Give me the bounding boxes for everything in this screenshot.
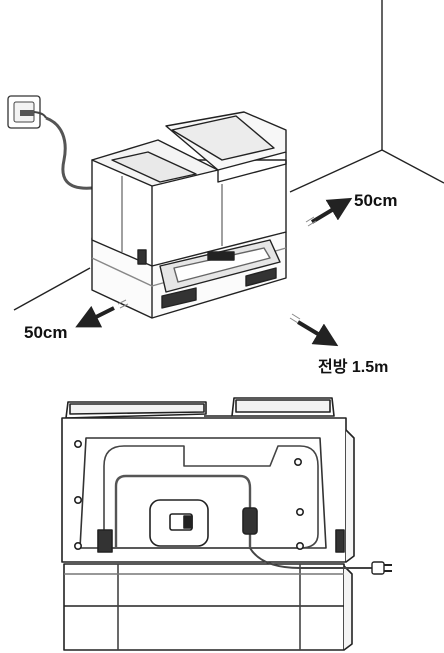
left-clearance-label: 50cm [24, 323, 67, 342]
clearance-arrow-right [305, 197, 353, 227]
power-cord-rear [249, 547, 392, 575]
power-cord [45, 116, 93, 190]
floor-right-edge [381, 149, 444, 184]
floor-back-edge [289, 149, 383, 193]
clearance-arrow-left [75, 299, 129, 328]
right-clearance-label: 50cm [354, 191, 397, 210]
front-clearance-label: 전방 1.5m [318, 358, 388, 376]
room-corner [13, 0, 444, 311]
clearance-arrow-front [289, 313, 339, 347]
docking-station-rear-view [61, 397, 355, 651]
floor-left-edge [13, 267, 91, 311]
wall-outlet [7, 95, 47, 129]
docking-station-isometric [91, 111, 287, 319]
